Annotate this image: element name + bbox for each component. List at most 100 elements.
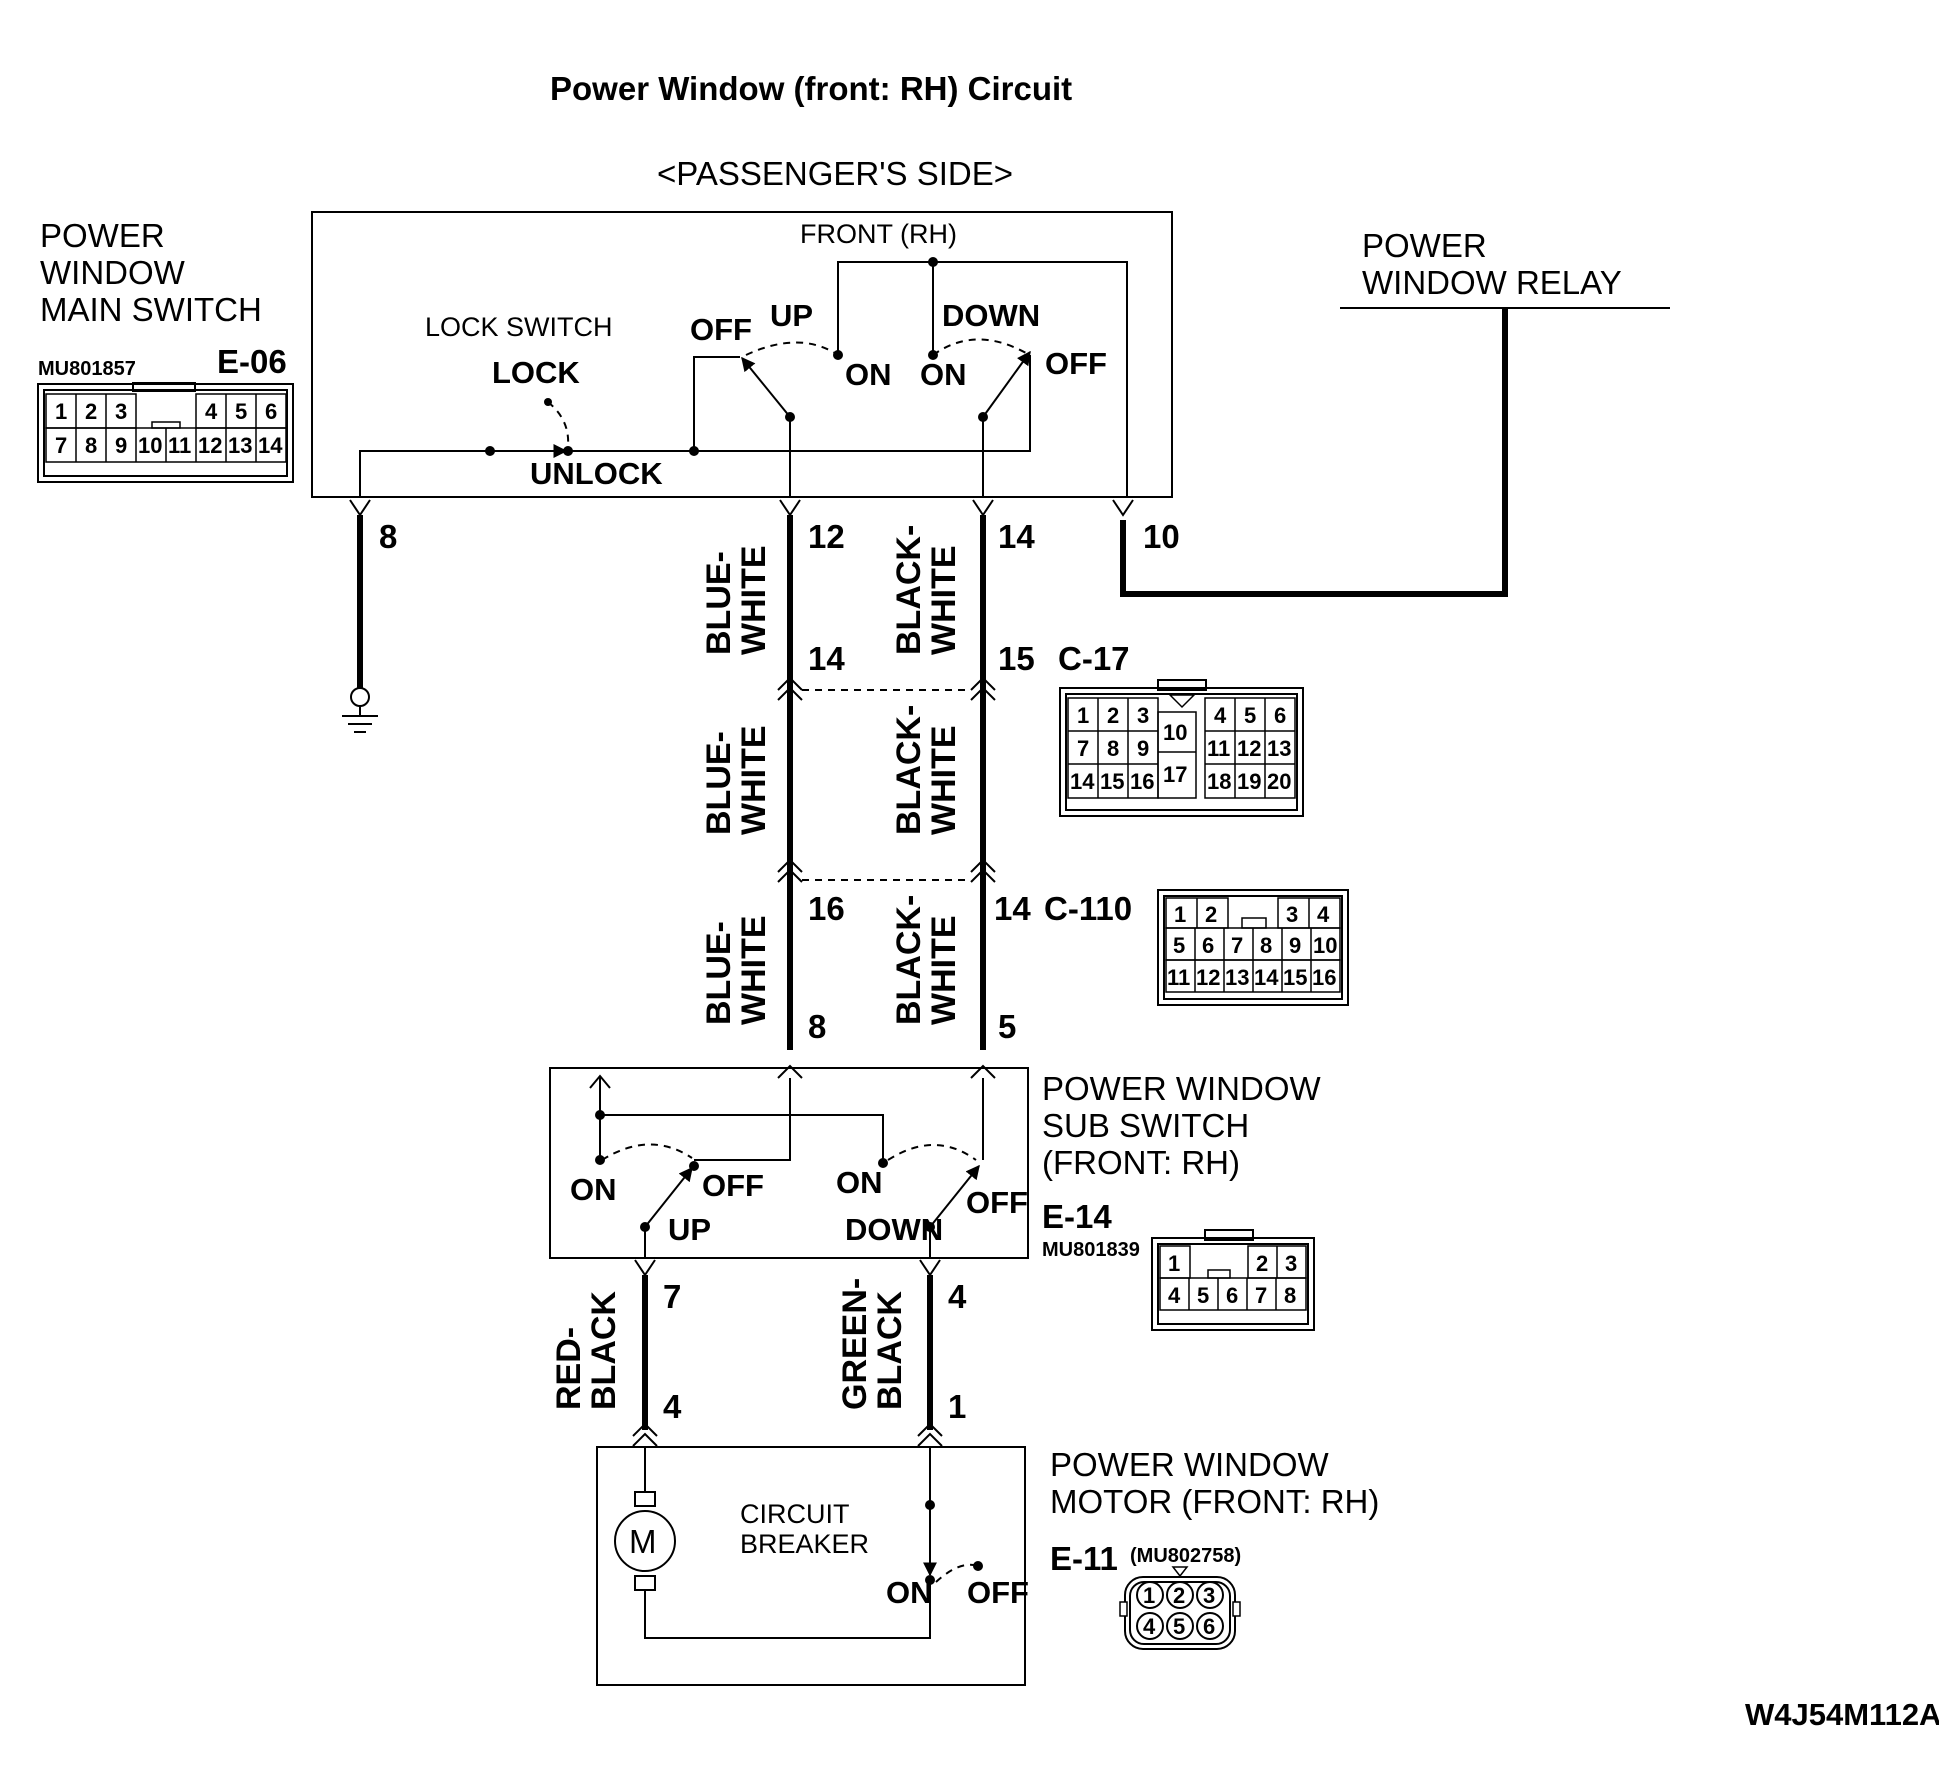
c110-pin: 14 bbox=[1254, 965, 1279, 990]
c110-pin: 2 bbox=[1205, 902, 1217, 927]
e14-pin: 7 bbox=[1255, 1283, 1267, 1308]
off-left-label: OFF bbox=[690, 312, 752, 347]
e11-pin: 5 bbox=[1173, 1614, 1185, 1639]
e14-pin: 4 bbox=[1168, 1283, 1181, 1308]
c17-pin: 13 bbox=[1267, 736, 1291, 761]
c17-pin: 7 bbox=[1077, 736, 1089, 761]
motor-symbol bbox=[614, 1510, 676, 1572]
up-label: UP bbox=[770, 298, 813, 333]
e14-pin: 6 bbox=[1226, 1283, 1238, 1308]
lower-harness bbox=[632, 1275, 943, 1447]
connector-e11: 1 2 3 4 5 6 bbox=[1119, 1566, 1241, 1650]
e11-pin: 6 bbox=[1203, 1614, 1215, 1639]
e06-pin: 5 bbox=[235, 399, 247, 424]
e06-pin: 1 bbox=[55, 399, 67, 424]
c110-pin: 16 bbox=[1312, 965, 1336, 990]
c110-pin: 5 bbox=[1173, 933, 1185, 958]
e06-pin: 6 bbox=[265, 399, 277, 424]
relay-name-1: POWER bbox=[1362, 227, 1487, 264]
c110-pin: 6 bbox=[1202, 933, 1214, 958]
e11-pin: 4 bbox=[1143, 1614, 1156, 1639]
c17-pin: 3 bbox=[1137, 703, 1149, 728]
e14-pin: 3 bbox=[1285, 1251, 1297, 1276]
sub-on-right: ON bbox=[836, 1165, 883, 1200]
ground-symbol bbox=[342, 515, 378, 733]
c17-pin: 20 bbox=[1267, 769, 1291, 794]
unlock-label: UNLOCK bbox=[530, 456, 663, 491]
motor-pin-left: 4 bbox=[663, 1388, 682, 1425]
e06-pin: 2 bbox=[85, 399, 97, 424]
wire-label-green-black-a: GREEN- bbox=[836, 1278, 874, 1410]
e06-pin: 10 bbox=[138, 433, 162, 458]
c17-pin: 14 bbox=[1070, 769, 1095, 794]
main-pin-10: 10 bbox=[1143, 518, 1180, 555]
wire-label-blue-white-1b: WHITE bbox=[735, 545, 773, 655]
wire-label-blue-white-2b: WHITE bbox=[735, 725, 773, 835]
sub-switch-name-3: (FRONT: RH) bbox=[1042, 1144, 1240, 1181]
figure-code: W4J54M112A bbox=[1745, 1697, 1939, 1732]
e06-pin: 13 bbox=[228, 433, 252, 458]
motor-pin-right: 1 bbox=[948, 1388, 966, 1425]
wire-label-black-white-1a: BLACK- bbox=[890, 525, 928, 655]
relay-name-2: WINDOW RELAY bbox=[1362, 264, 1622, 301]
c110-pin: 4 bbox=[1317, 902, 1330, 927]
sub-switch-body bbox=[549, 1067, 1029, 1259]
c17-id: C-17 bbox=[1058, 640, 1130, 677]
connector-e14: 1 2 3 4 5 6 7 8 bbox=[1151, 1229, 1315, 1331]
c110-pin: 8 bbox=[1260, 933, 1272, 958]
sub-switch-name-2: SUB SWITCH bbox=[1042, 1107, 1249, 1144]
breaker-line-2: BREAKER bbox=[740, 1529, 869, 1559]
main-switch-name-1: POWER bbox=[40, 217, 165, 254]
wire-label-black-white-2a: BLACK- bbox=[890, 705, 928, 835]
wire-label-blue-white-3b: WHITE bbox=[735, 915, 773, 1025]
power-window-relay: POWER WINDOW RELAY bbox=[1120, 227, 1670, 597]
sub-part-no: MU801839 bbox=[1042, 1239, 1140, 1261]
sub-off-right: OFF bbox=[966, 1185, 1028, 1220]
e06-pin: 11 bbox=[168, 433, 191, 458]
sub-off-left: OFF bbox=[702, 1168, 764, 1203]
e11-pin: 1 bbox=[1143, 1583, 1155, 1608]
e06-pin: 9 bbox=[115, 433, 127, 458]
main-switch-name-2: WINDOW bbox=[40, 254, 186, 291]
c17-pin: 8 bbox=[1107, 736, 1119, 761]
sub-down: DOWN bbox=[845, 1212, 943, 1247]
c110-pin: 1 bbox=[1174, 902, 1186, 927]
c110-pin: 15 bbox=[1283, 965, 1307, 990]
c17-pin: 10 bbox=[1163, 720, 1187, 745]
connector-e06: 1 2 3 4 5 6 7 8 9 10 11 12 13 14 bbox=[37, 382, 294, 483]
wire-color-labels: BLUE- WHITE BLACK- WHITE BLUE- WHITE BLA… bbox=[550, 525, 963, 1410]
main-switch-wiring bbox=[359, 257, 1128, 498]
lock-switch-label: LOCK SWITCH bbox=[425, 312, 613, 342]
wire-label-blue-white-2a: BLUE- bbox=[700, 731, 738, 835]
wire-label-green-black-b: BLACK bbox=[871, 1291, 909, 1410]
c17-pin: 1 bbox=[1077, 703, 1089, 728]
c17-pin: 16 bbox=[1130, 769, 1154, 794]
c110-pin: 12 bbox=[1196, 965, 1220, 990]
c110-pin: 13 bbox=[1225, 965, 1249, 990]
main-pin-8: 8 bbox=[379, 518, 397, 555]
main-switch-name-3: MAIN SWITCH bbox=[40, 291, 262, 328]
e06-pin: 3 bbox=[115, 399, 127, 424]
c110-pin-left: 16 bbox=[808, 890, 845, 927]
c17-pin-left: 14 bbox=[808, 640, 845, 677]
c110-pin-right: 14 bbox=[994, 890, 1031, 927]
motor-body bbox=[596, 1446, 1026, 1686]
sub-on-left: ON bbox=[570, 1172, 617, 1207]
motor-connector-id: E-11 bbox=[1050, 1540, 1118, 1577]
sub-switch: 8 5 POWER WINDOW SUB SWITCH (FRONT: RH) … bbox=[549, 1008, 1321, 1331]
c17-pin: 9 bbox=[1137, 736, 1149, 761]
wire-label-blue-white-3a: BLUE- bbox=[700, 921, 738, 1025]
c17-pin: 6 bbox=[1274, 703, 1286, 728]
e06-pin: 12 bbox=[198, 433, 222, 458]
c17-pin: 12 bbox=[1237, 736, 1261, 761]
sub-up: UP bbox=[668, 1212, 711, 1247]
e06-pin: 8 bbox=[85, 433, 97, 458]
side-label: <PASSENGER'S SIDE> bbox=[657, 155, 1013, 192]
main-switch-pins: 8 12 14 10 bbox=[349, 499, 1180, 555]
c110-pin: 3 bbox=[1286, 902, 1298, 927]
connector-c110: 16 14 C-110 1 2 3 4 5 6 7 8 9 10 11 12 1… bbox=[808, 889, 1349, 1006]
c17-pin: 19 bbox=[1237, 769, 1261, 794]
e14-pin: 1 bbox=[1168, 1251, 1180, 1276]
motor: 4 1 POWER WINDOW MOTOR (FRONT: RH) E-11 … bbox=[596, 1388, 1379, 1686]
